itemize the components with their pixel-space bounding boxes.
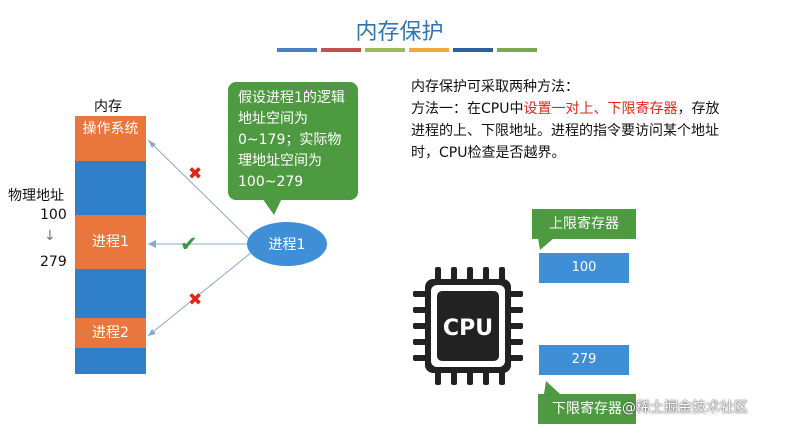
physical-address-label: 物理地址	[8, 188, 64, 204]
description-line-2: 方法一：在CPU中设置一对上、下限寄存器，存放	[411, 98, 791, 120]
process1-label: 进程1	[268, 237, 306, 253]
lower-register-box: 279	[539, 345, 629, 375]
upper-register-value: 100	[571, 260, 597, 275]
deco-bar-2	[321, 48, 361, 52]
deco-bar-4	[409, 48, 449, 52]
description-line-2-prefix: 方法一：在CPU中	[411, 101, 524, 117]
cross-icon-process2: ✖	[188, 290, 203, 310]
description-highlight: 设置一对上、下限寄存器	[523, 101, 678, 117]
cpu-chip-icon: CPU	[413, 267, 523, 385]
address-end: 279	[40, 254, 67, 270]
segment-process2: 进程2	[75, 318, 146, 348]
slide-title: 内存保护	[355, 20, 444, 45]
segment-os-label: 操作系统	[82, 121, 139, 137]
arrowhead-process1	[148, 240, 156, 248]
upper-register-label: 上限寄存器	[532, 209, 636, 239]
deco-bar-1	[277, 48, 317, 52]
description-line-3: 进程的上、下限地址。进程的指令要访问某个地址	[411, 123, 719, 139]
line-to-process2	[147, 251, 253, 337]
bubble-tail	[262, 198, 282, 215]
check-icon-process1: ✔	[180, 232, 198, 256]
segment-os: 操作系统	[75, 116, 146, 161]
assumption-text: 假设进程1的逻辑地址空间为 0~179；实际物理地址空间为 100~279	[238, 90, 345, 190]
watermark: @稀土掘金技术社区	[622, 400, 748, 416]
description-line-1: 内存保护可采取两种方法：	[411, 79, 579, 95]
description-line-2-suffix: ，存放	[677, 101, 720, 117]
memory-label: 内存	[94, 99, 122, 115]
segment-process2-label: 进程2	[92, 325, 129, 341]
segment-process1-label: 进程1	[92, 234, 129, 250]
cross-icon-os: ✖	[188, 164, 203, 184]
description-block: 内存保护可采取两种方法： 方法一：在CPU中设置一对上、下限寄存器，存放 进程的…	[411, 76, 791, 164]
lower-label-tail	[544, 381, 560, 394]
process1-ellipse: 进程1	[247, 222, 327, 266]
deco-bar-6	[497, 48, 537, 52]
down-arrow-icon: ↓	[44, 228, 56, 244]
upper-label-tail	[538, 238, 554, 250]
arrowhead-os	[148, 140, 156, 148]
lower-register-value: 279	[571, 352, 597, 367]
line-to-os	[147, 139, 251, 241]
lower-register-label: 下限寄存器	[538, 394, 636, 424]
deco-bar-5	[453, 48, 493, 52]
description-line-4: 时，CPU检查是否越界。	[411, 145, 566, 161]
cpu-label: CPU	[443, 316, 493, 341]
segment-process1: 进程1	[75, 215, 146, 269]
assumption-bubble: 假设进程1的逻辑地址空间为 0~179；实际物理地址空间为 100~279	[228, 82, 358, 200]
deco-bar-3	[365, 48, 405, 52]
address-start: 100	[40, 207, 67, 223]
upper-register-box: 100	[539, 253, 629, 283]
arrowhead-process2	[148, 329, 156, 336]
